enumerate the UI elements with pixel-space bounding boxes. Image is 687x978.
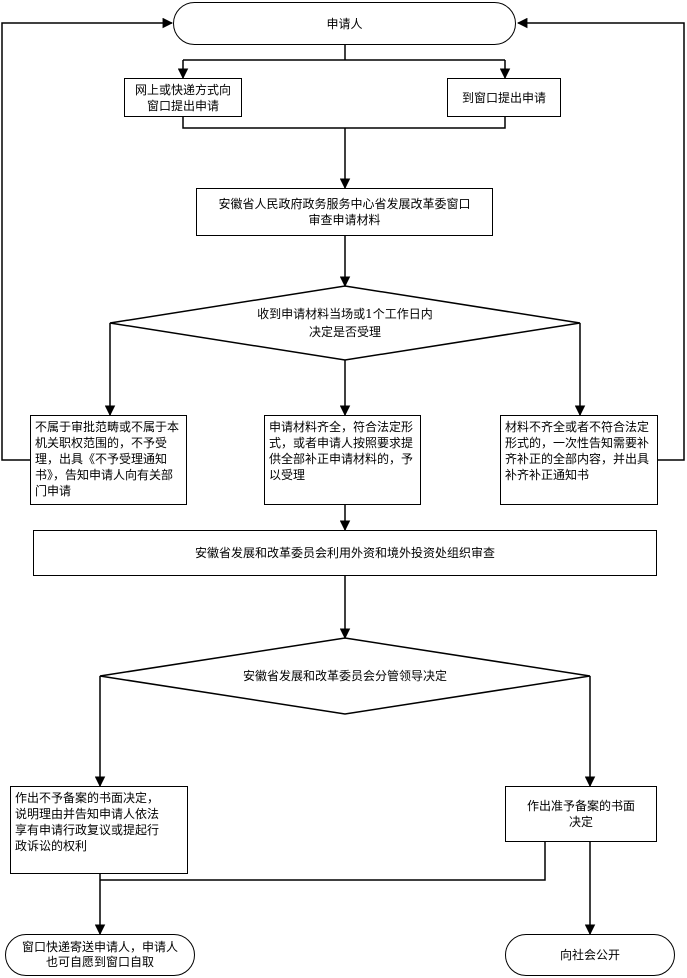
window-submit-label: 到窗口提出申请 bbox=[461, 90, 546, 105]
decision-leader-label: 安徽省发展和改革委员会分管领导决定 bbox=[242, 669, 447, 683]
delivery-label: 窗口快递寄送申请人，申请人 也可自愿到窗口自取 bbox=[21, 940, 178, 969]
arrow-reject-back-to-applicant bbox=[1, 17, 174, 461]
supplement-notice-box: 材料不齐全或者不符合法定 形式的，一次性告知需要补 齐补正的全部内容，并出具 补… bbox=[500, 415, 658, 505]
online-submit-label: 网上或快递方式向 窗口提出申请 bbox=[134, 82, 231, 113]
connector-submit-merge bbox=[182, 117, 506, 129]
not-record-box: 作出不予备案的书面决定， 说明理由并告知申请人依法 享有申请行政复议或提起行 政… bbox=[10, 786, 188, 874]
decision-accept-text: 收到申请材料当场或1个工作日内 决定是否受理 bbox=[190, 300, 500, 346]
decision-leader-diamond bbox=[99, 637, 591, 715]
arrow-supplement-back-to-applicant bbox=[516, 17, 685, 461]
supplement-notice-label: 材料不齐全或者不符合法定 形式的，一次性告知需要补 齐补正的全部内容，并出具 补… bbox=[505, 420, 650, 482]
not-record-label: 作出不予备案的书面决定， 说明理由并告知申请人依法 享有申请行政复议或提起行 政… bbox=[15, 791, 160, 853]
online-submit-box: 网上或快递方式向 窗口提出申请 bbox=[124, 78, 242, 117]
arrow-record-approved-to-delivery bbox=[100, 842, 546, 881]
publicize-label: 向社会公开 bbox=[559, 948, 620, 962]
accept-complete-box: 申请材料齐全，符合法定形 式，或者申请人按照要求提 供全部补正申请材料的，予 以… bbox=[264, 415, 421, 505]
publicize-terminal: 向社会公开 bbox=[505, 934, 675, 976]
connector-applicant-split bbox=[183, 44, 505, 61]
org-review-box: 安徽省发展和改革委员会利用外资和境外投资处组织审查 bbox=[33, 530, 657, 576]
record-approved-label: 作出准予备案的书面 决定 bbox=[526, 799, 635, 829]
org-review-label: 安徽省发展和改革委员会利用外资和境外投资处组织审查 bbox=[194, 546, 495, 560]
applicant-label: 申请人 bbox=[326, 16, 363, 31]
record-approved-box: 作出准予备案的书面 决定 bbox=[505, 786, 657, 842]
review-center-label: 安徽省人民政府政务服务中心省发展改革委窗口 审查申请材料 bbox=[218, 197, 471, 227]
reject-scope-box: 不属于审批范畴或不属于本 机关职权范围的，不予受 理，出具《不予受理通知 书》，… bbox=[30, 415, 187, 505]
review-center-box: 安徽省人民政府政务服务中心省发展改革委窗口 审查申请材料 bbox=[196, 188, 493, 236]
applicant-terminal: 申请人 bbox=[173, 2, 516, 45]
decision-leader-text: 安徽省发展和改革委员会分管领导决定 bbox=[190, 662, 500, 690]
delivery-terminal: 窗口快递寄送申请人，申请人 也可自愿到窗口自取 bbox=[5, 934, 195, 976]
decision-accept-label: 收到申请材料当场或1个工作日内 决定是否受理 bbox=[257, 307, 433, 339]
accept-complete-label: 申请材料齐全，符合法定形 式，或者申请人按照要求提 供全部补正申请材料的，予 以… bbox=[269, 420, 414, 482]
reject-scope-label: 不属于审批范畴或不属于本 机关职权范围的，不予受 理，出具《不予受理通知 书》，… bbox=[35, 420, 180, 498]
window-submit-box: 到窗口提出申请 bbox=[447, 78, 561, 117]
